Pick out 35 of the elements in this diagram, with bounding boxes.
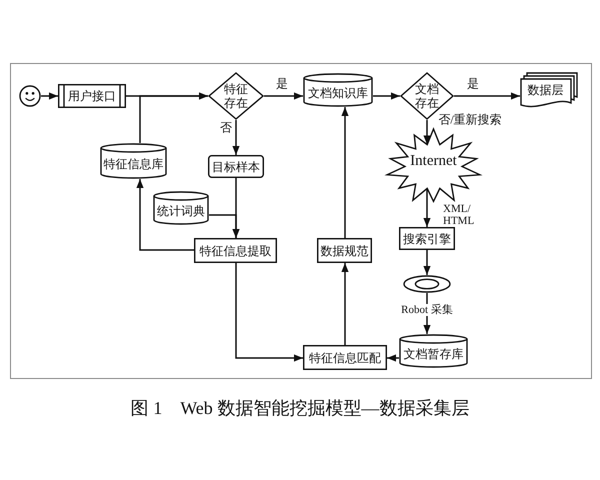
arrow <box>373 92 400 100</box>
edge-label: 否/重新搜索 <box>437 114 503 126</box>
arrow <box>341 107 349 238</box>
arrow <box>264 92 303 100</box>
arrow <box>139 92 208 143</box>
smiley-icon <box>19 85 41 107</box>
arrow <box>235 263 303 362</box>
edge-label: Robot 采集 <box>400 304 454 316</box>
arrow <box>423 120 431 144</box>
process-box: 用户接口 <box>58 84 126 108</box>
database-cylinder: 文档暂存库 <box>399 334 468 368</box>
arrow <box>41 92 58 100</box>
database-cylinder: 文档知识库 <box>303 73 373 107</box>
arrow <box>341 263 349 345</box>
process-box: 搜索引擎 <box>399 227 455 250</box>
starburst-shape: Internet <box>385 128 482 205</box>
arrow <box>454 92 520 100</box>
figure-caption: 图 1 Web 数据智能挖掘模型—数据采集层 <box>130 397 470 420</box>
process-box: 特征信息提取 <box>194 238 277 263</box>
arrow <box>232 120 240 155</box>
process-box: 数据规范 <box>317 238 372 263</box>
database-cylinder: 特征信息库 <box>100 143 167 179</box>
arrow <box>423 250 431 275</box>
process-box: 特征信息匹配 <box>303 345 387 370</box>
rounded-box: 目标样本 <box>208 155 264 178</box>
arrow <box>387 354 399 362</box>
arrow <box>423 188 431 227</box>
edge-label: 是 <box>275 78 289 90</box>
ring-icon <box>403 275 451 293</box>
edge-label: 否 <box>219 122 233 134</box>
arrow <box>209 214 240 238</box>
decision-diamond: 特征存在 <box>208 72 264 120</box>
edge-label: 是 <box>466 78 480 90</box>
arrow <box>136 179 194 251</box>
database-cylinder: 统计词典 <box>153 191 209 225</box>
